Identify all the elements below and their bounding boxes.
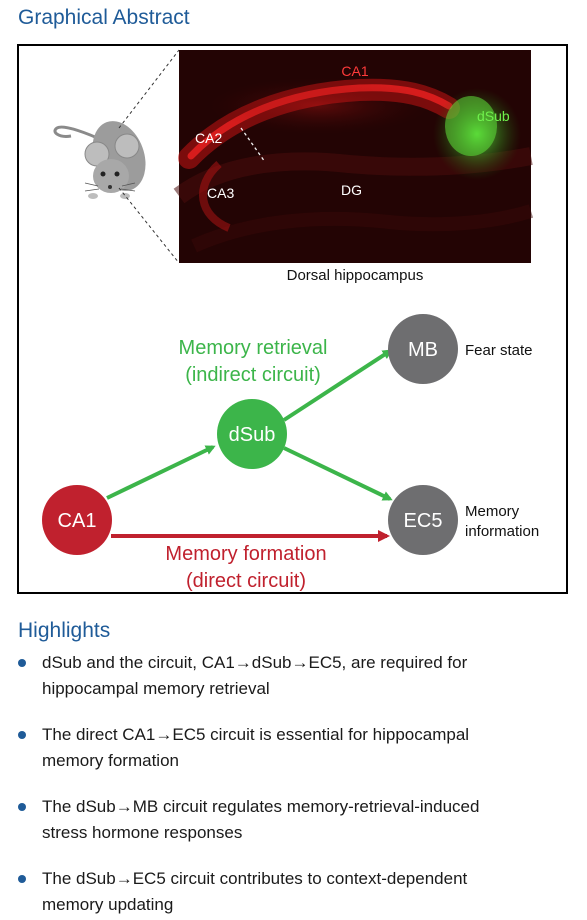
bullet-icon	[18, 659, 26, 667]
indirect-label-line1: Memory retrieval	[179, 337, 328, 359]
zoom-line-top	[118, 49, 180, 129]
mb-note: Fear state	[465, 342, 533, 359]
highlight-item: The dSub→MB circuit regulates memory-ret…	[18, 794, 578, 846]
highlight-text: memory updating	[42, 895, 174, 914]
node-dsub: dSub	[217, 399, 287, 469]
node-mb-label: MB	[408, 339, 438, 361]
highlight-text: hippocampal memory retrieval	[42, 679, 270, 698]
highlight-text: stress hormone responses	[42, 823, 243, 842]
label-ca3-image: CA3	[207, 185, 234, 201]
zoom-line-bottom	[118, 187, 180, 264]
highlight-item: The dSub→EC5 circuit contributes to cont…	[18, 866, 578, 918]
label-dg-image: DG	[341, 182, 362, 198]
indirect-label-line2: (indirect circuit)	[185, 364, 321, 386]
highlight-text: memory formation	[42, 751, 179, 770]
node-dsub-label: dSub	[229, 424, 276, 446]
node-ec5: EC5	[388, 485, 458, 555]
figure-canvas: CA1 CA2 CA3 DG dSub Dorsal hippocampus M…	[42, 49, 539, 592]
node-ec5-label: EC5	[404, 510, 443, 532]
arrow-dsub-to-mb	[282, 349, 393, 422]
label-dsub-image: dSub	[477, 108, 510, 124]
highlights-list: dSub and the circuit, CA1→dSub→EC5, are …	[18, 650, 578, 918]
ec5-note-line1: Memory	[465, 503, 520, 520]
highlight-text: The direct CA1→EC5 circuit is essential …	[42, 725, 470, 744]
node-mb: MB	[388, 314, 458, 384]
ec5-note-line2: information	[465, 523, 539, 540]
direct-label-line2: (direct circuit)	[186, 570, 306, 592]
label-ca2-image: CA2	[195, 130, 222, 146]
graphical-abstract-figure: CA1 CA2 CA3 DG dSub Dorsal hippocampus M…	[17, 44, 568, 594]
label-ca1-image: CA1	[341, 63, 368, 79]
highlight-item: The direct CA1→EC5 circuit is essential …	[18, 722, 578, 774]
node-ca1-label: CA1	[58, 510, 97, 532]
hippocampus-image: CA1 CA2 CA3 DG dSub	[173, 50, 534, 263]
mouse-illustration	[53, 121, 146, 199]
bullet-icon	[18, 803, 26, 811]
direct-label-line1: Memory formation	[165, 543, 326, 565]
image-caption: Dorsal hippocampus	[287, 267, 424, 284]
highlight-text: The dSub→MB circuit regulates memory-ret…	[42, 797, 480, 816]
highlights-title: Highlights	[18, 619, 111, 642]
graphical-abstract-title: Graphical Abstract	[18, 6, 190, 29]
highlight-text: dSub and the circuit, CA1→dSub→EC5, are …	[42, 653, 468, 672]
arrow-dsub-to-ec5	[283, 446, 393, 501]
highlight-item: dSub and the circuit, CA1→dSub→EC5, are …	[18, 650, 578, 702]
bullet-icon	[18, 875, 26, 883]
highlight-text: The dSub→EC5 circuit contributes to cont…	[42, 869, 468, 888]
node-ca1: CA1	[42, 485, 112, 555]
arrow-ca1-to-dsub	[106, 445, 216, 500]
bullet-icon	[18, 731, 26, 739]
